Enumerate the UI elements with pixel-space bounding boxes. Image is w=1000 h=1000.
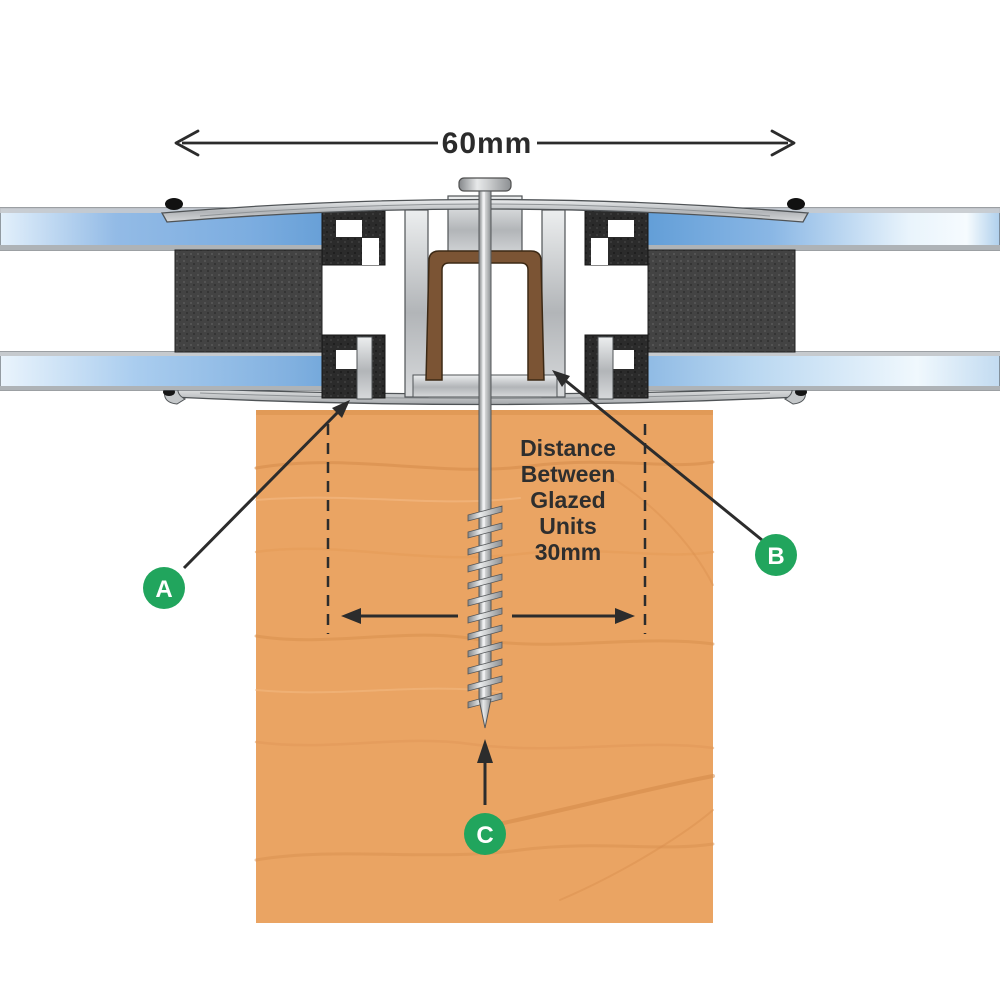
gasket-notch (608, 350, 634, 369)
glass-edge (586, 245, 1000, 250)
callout-a-leader (182, 408, 342, 570)
gasket-notch (591, 238, 608, 265)
glazed-unit-right (585, 207, 1000, 391)
chevron-right-icon (770, 129, 796, 157)
spacer-bar-left (174, 249, 323, 353)
callout-a: A (143, 400, 350, 609)
glass-edge (586, 386, 1000, 390)
callout-b-arrowhead-icon (552, 370, 570, 387)
callout-c-badge (464, 813, 506, 855)
profile-leg-left (356, 336, 373, 400)
gasket-notch (336, 220, 362, 237)
glass-edge (586, 208, 1000, 213)
arrowhead-right-icon (615, 608, 635, 624)
callout-b-leader (565, 379, 763, 542)
profile-leg-right (597, 336, 614, 400)
top-dimension-label: 60mm (442, 127, 533, 160)
profile-wall-right (541, 209, 566, 398)
distance-label-line5: 30mm (535, 539, 601, 565)
spacer-bar-right (647, 249, 796, 353)
gasket-notch (608, 220, 634, 237)
glass-edge (586, 352, 1000, 356)
distance-label-line3: Glazed (530, 487, 605, 513)
grain-line (254, 547, 715, 559)
grain-line (254, 739, 715, 750)
glass-edge (0, 352, 384, 356)
cap-end-gasket-left (165, 198, 183, 210)
callout-c-arrowhead-icon (477, 739, 493, 763)
glass-edge (0, 386, 384, 390)
callout-b-letter: B (767, 543, 784, 570)
wood-grain (254, 460, 715, 901)
thermal-break-gasket (425, 250, 545, 381)
top-dimension: 60mm (174, 127, 796, 160)
glazed-unit-left (0, 207, 385, 391)
grain-line (559, 809, 714, 901)
callout-b-badge (755, 534, 797, 576)
glass-edge (0, 245, 384, 250)
grain-line (254, 842, 715, 862)
distance-dimension: Distance Between Glazed Units 30mm (326, 424, 647, 634)
callout-a-badge (143, 567, 185, 609)
distance-label-line4: Units (539, 513, 597, 539)
glass-pane-bottom-right (585, 351, 1000, 391)
fixing-screw (458, 177, 512, 729)
grain-line (599, 469, 714, 586)
distance-label-line1: Distance (520, 435, 616, 461)
screw-tip (478, 698, 492, 729)
callout-b: B (552, 370, 797, 576)
grain-line (254, 460, 715, 471)
callout-c-letter: C (476, 822, 493, 849)
gasket-notch (336, 350, 362, 369)
gasket-notch (362, 238, 379, 265)
profile-wall-left (404, 209, 429, 398)
callout-c: C (464, 739, 506, 855)
chevron-left-icon (174, 129, 200, 157)
arrowhead-left-icon (341, 608, 361, 624)
grain-line (468, 774, 715, 832)
callout-a-arrowhead-icon (332, 400, 350, 418)
cap-end-gasket-right (787, 198, 805, 210)
distance-label: Distance Between Glazed Units 30mm (520, 435, 616, 565)
screw-highlight (482, 192, 485, 697)
top-cap (160, 198, 810, 223)
callout-a-letter: A (155, 576, 172, 603)
distance-label-line2: Between (521, 461, 616, 487)
screw-head (458, 177, 512, 192)
